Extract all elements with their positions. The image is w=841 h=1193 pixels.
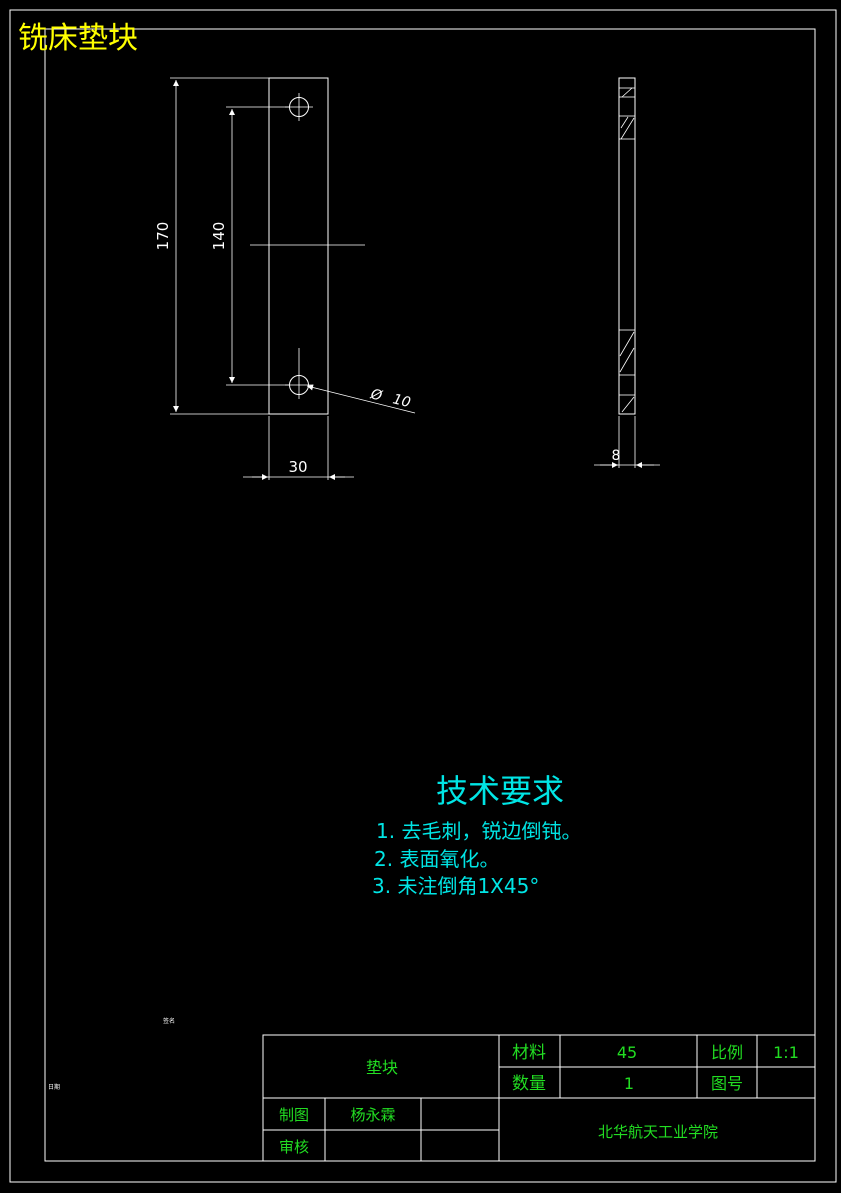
inner-frame [44,28,816,1162]
dim-140-text: 140 [210,222,228,251]
date-label: 日期 [48,1083,60,1091]
technical-requirements: 技术要求 1. 去毛刺，锐边倒钝。 2. 表面氧化。 3. 未注倒角1X45° [372,772,581,898]
sign-label: 签名 [163,1017,175,1025]
requirement-item: 1. 去毛刺，锐边倒钝。 [376,819,581,843]
requirement-item: 3. 未注倒角1X45° [372,874,539,898]
drawn-label: 制图 [279,1106,309,1124]
quantity-value: 1 [624,1074,634,1093]
hatch [621,87,633,98]
hatch [619,347,635,373]
drawn-by: 杨永霖 [350,1106,395,1124]
hatch [620,117,635,140]
side-outline [618,77,636,415]
hatch [619,331,635,357]
scale-value: 1:1 [773,1043,799,1062]
part-outline [268,77,329,415]
dim-dia-leader [306,384,416,414]
requirement-item: 2. 表面氧化。 [374,847,499,871]
dim-dia-text: 10 [391,391,412,411]
drawing-title: 铣床垫块 [18,21,138,56]
material-value: 45 [617,1043,637,1062]
title-block: 垫块 材料 45 比例 1:1 数量 1 图号 制图 杨永霖 审核 北华航天工业… [262,1034,816,1162]
scale-label: 比例 [711,1043,743,1062]
school-name: 北华航天工业学院 [598,1123,718,1141]
requirements-heading: 技术要求 [436,772,564,810]
hatch [621,396,635,413]
dim-170-text: 170 [154,222,172,251]
front-view: 170 140 30 Ø 10 [154,77,416,480]
side-view: 8 [594,77,660,468]
part-name: 垫块 [366,1058,398,1077]
outer-border [9,9,837,1183]
hatch [620,116,629,129]
dim-8-text: 8 [612,448,621,464]
dim-30-text: 30 [288,458,307,476]
checked-label: 审核 [279,1138,309,1156]
quantity-label: 数量 [512,1074,546,1094]
material-label: 材料 [512,1043,546,1063]
dim-dia-symbol: Ø [368,386,384,405]
drawing-no-label: 图号 [711,1074,743,1093]
